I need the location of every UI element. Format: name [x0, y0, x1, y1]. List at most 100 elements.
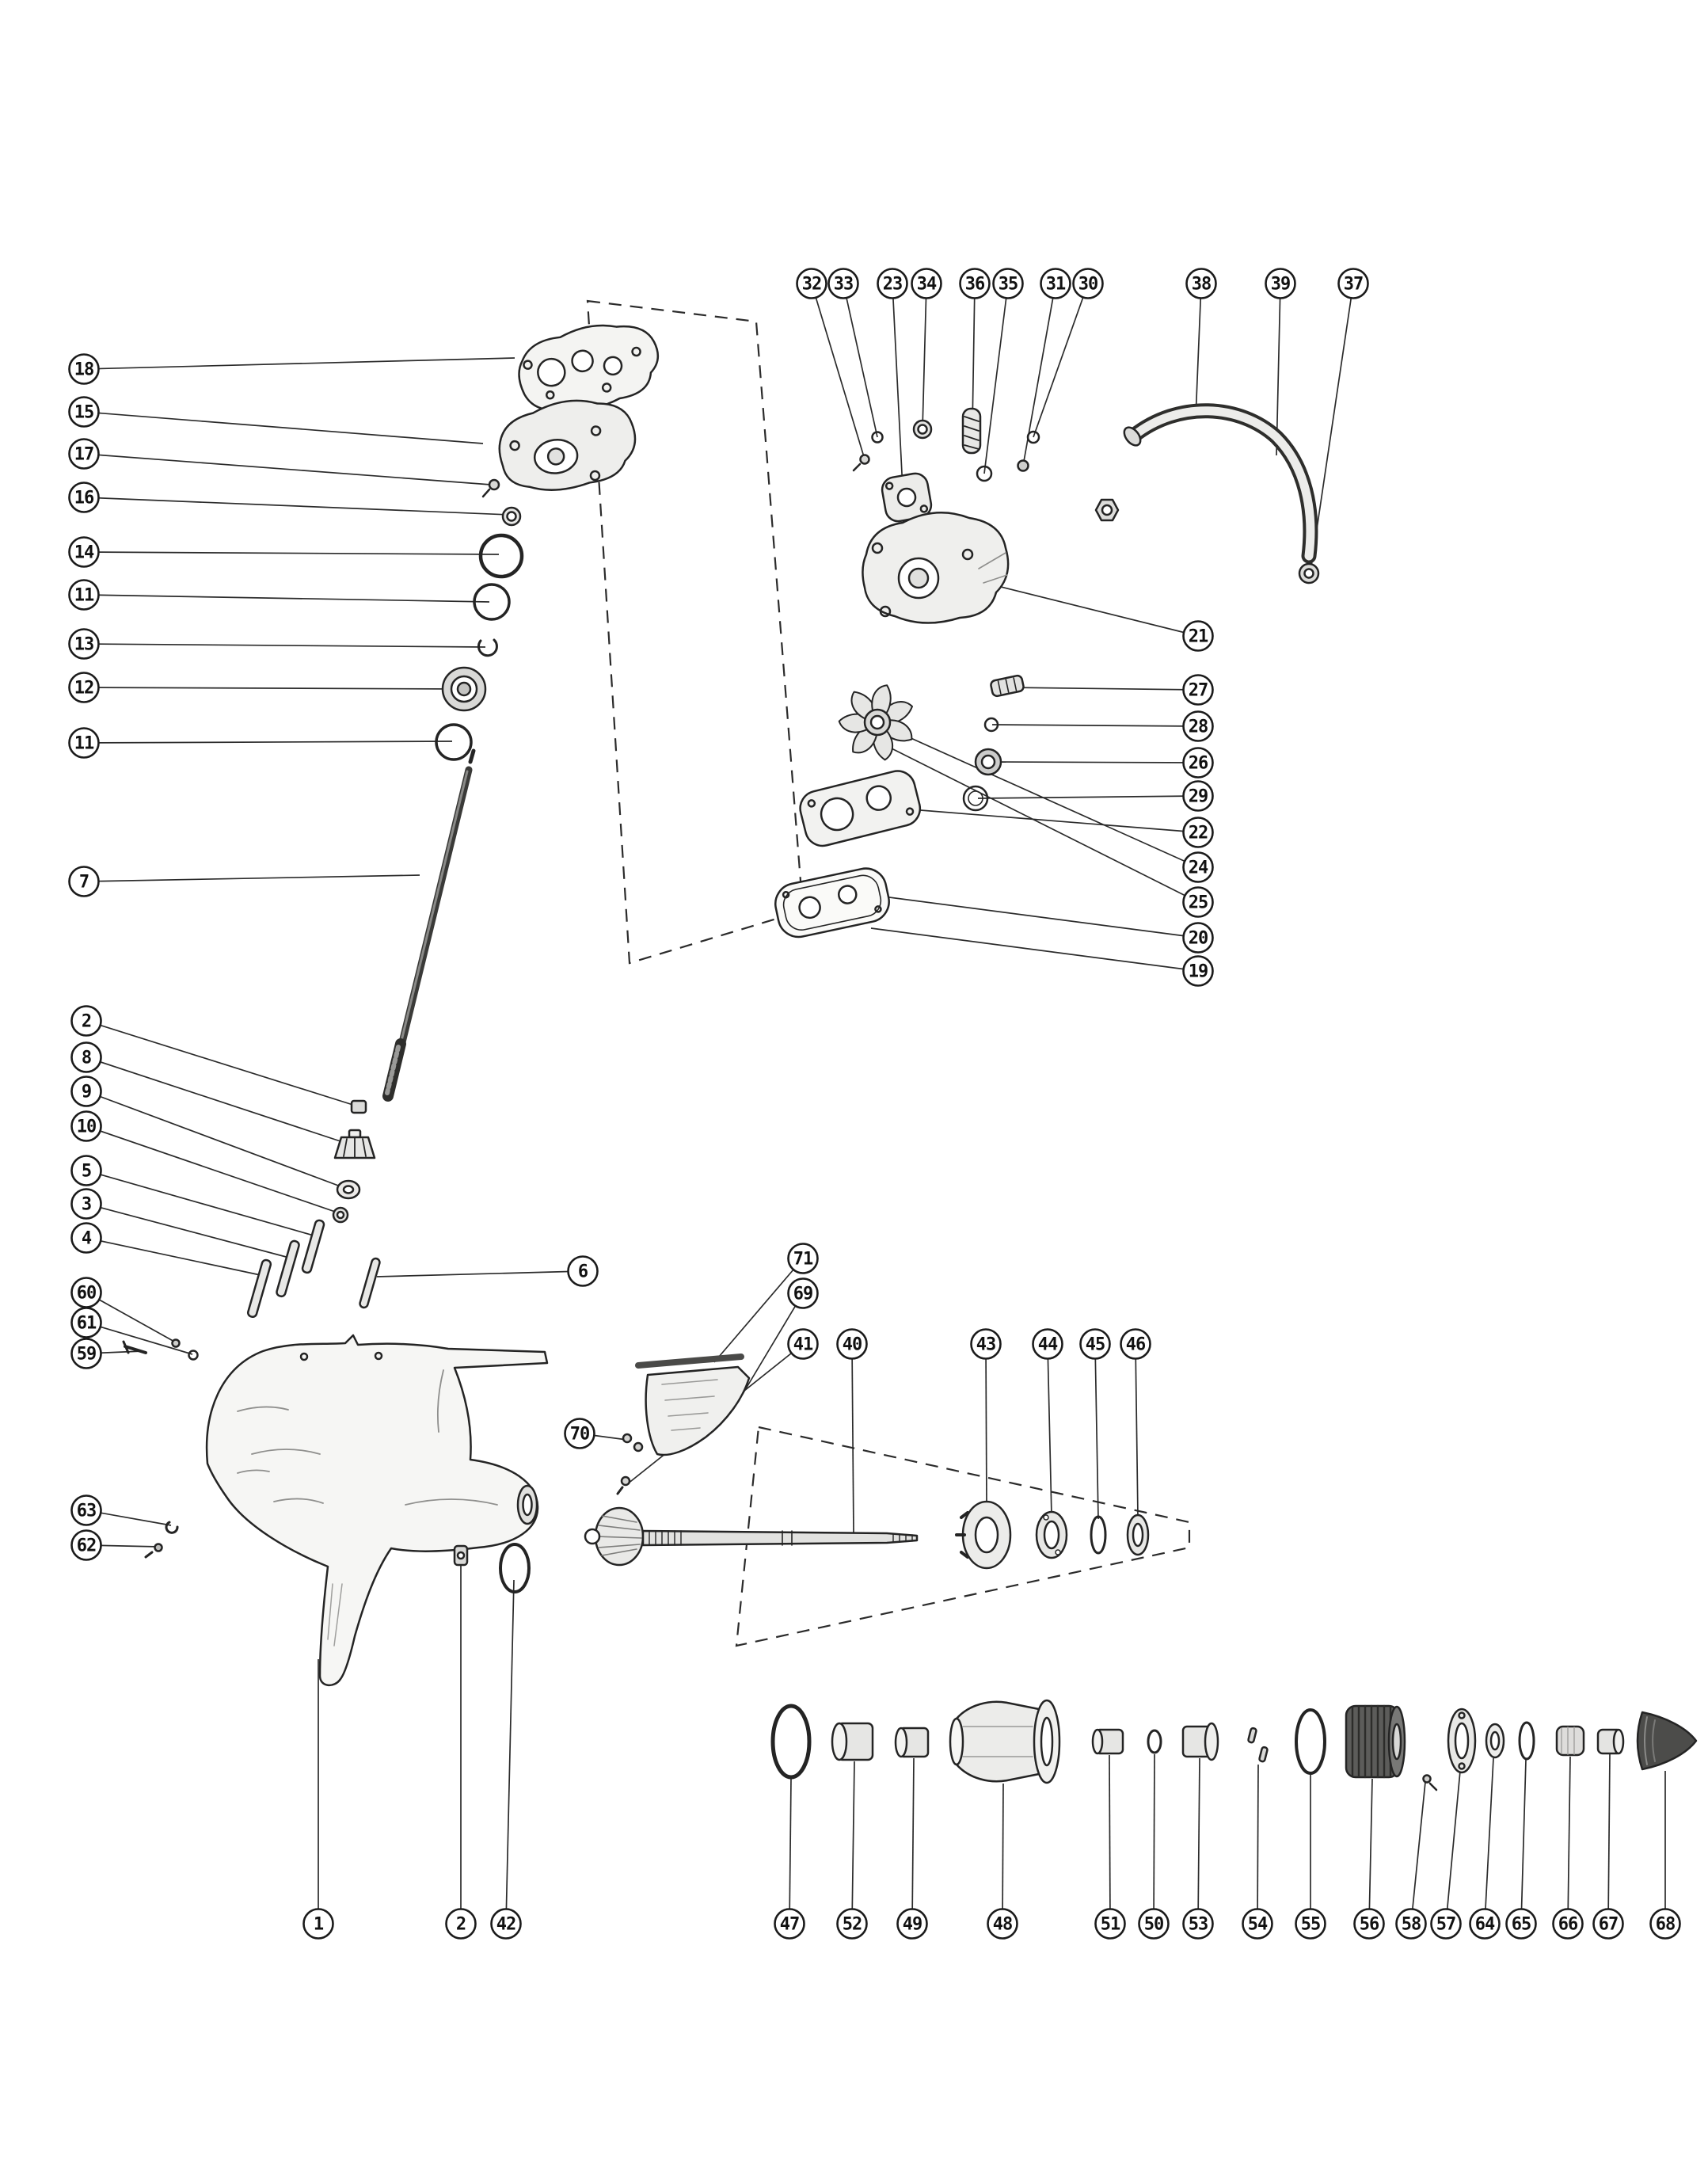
pin-3-drawing: [276, 1239, 300, 1298]
callout-44[interactable]: 44: [1032, 1328, 1063, 1360]
callout-56[interactable]: 56: [1353, 1908, 1385, 1940]
callout-14[interactable]: 14: [68, 536, 100, 568]
svg-text:53: 53: [1189, 1915, 1208, 1935]
callout-18[interactable]: 18: [68, 353, 100, 385]
bushing-49-drawing: [894, 1727, 930, 1758]
callout-38[interactable]: 38: [1185, 268, 1217, 299]
callout-21[interactable]: 21: [1182, 620, 1214, 652]
hex-nut-drawing: [1094, 498, 1120, 522]
leader-line-18: [83, 357, 515, 370]
callout-34[interactable]: 34: [911, 268, 942, 299]
callout-71[interactable]: 71: [787, 1243, 819, 1274]
callout-63[interactable]: 63: [70, 1494, 102, 1526]
callout-16[interactable]: 16: [68, 482, 100, 513]
fasteners-62-63-drawing: [144, 1521, 179, 1559]
callout-69[interactable]: 69: [787, 1277, 819, 1309]
svg-text:21: 21: [1189, 627, 1208, 647]
callout-19[interactable]: 19: [1182, 955, 1214, 987]
callout-65[interactable]: 65: [1505, 1908, 1537, 1940]
callout-1[interactable]: 1: [302, 1908, 334, 1940]
water-pump-cluster-drawing: [774, 407, 1120, 939]
callout-70[interactable]: 70: [564, 1418, 595, 1449]
callout-15[interactable]: 15: [68, 396, 100, 428]
callout-31[interactable]: 31: [1040, 268, 1071, 299]
leader-line-23: [892, 283, 903, 490]
callout-43[interactable]: 43: [970, 1328, 1002, 1360]
callout-25[interactable]: 25: [1182, 886, 1214, 918]
callout-11[interactable]: 11: [68, 727, 100, 759]
callout-54[interactable]: 54: [1242, 1908, 1273, 1940]
callout-39[interactable]: 39: [1265, 268, 1296, 299]
callout-55[interactable]: 55: [1295, 1908, 1326, 1940]
callout-30[interactable]: 30: [1072, 268, 1104, 299]
svg-text:58: 58: [1402, 1915, 1421, 1935]
callout-50[interactable]: 50: [1138, 1908, 1170, 1940]
svg-text:5: 5: [82, 1162, 91, 1182]
callout-33[interactable]: 33: [827, 268, 859, 299]
water-pump-base-drawing: [498, 399, 637, 491]
callout-7[interactable]: 7: [68, 866, 100, 897]
callout-45[interactable]: 45: [1079, 1328, 1111, 1360]
callout-32[interactable]: 32: [796, 268, 827, 299]
callout-5[interactable]: 5: [70, 1155, 102, 1186]
spring-36-drawing: [961, 407, 982, 455]
callout-4[interactable]: 4: [70, 1222, 102, 1254]
callout-64[interactable]: 64: [1469, 1908, 1501, 1940]
callout-57[interactable]: 57: [1430, 1908, 1462, 1940]
callout-41[interactable]: 41: [787, 1328, 819, 1360]
callout-27[interactable]: 27: [1182, 674, 1214, 706]
callout-51[interactable]: 51: [1094, 1908, 1126, 1940]
callout-62[interactable]: 62: [70, 1529, 102, 1561]
callout-35[interactable]: 35: [992, 268, 1024, 299]
callout-13[interactable]: 13: [68, 628, 100, 660]
callout-23[interactable]: 23: [877, 268, 908, 299]
callout-59[interactable]: 59: [70, 1338, 102, 1369]
leader-line-35: [983, 283, 1009, 474]
leader-line-17: [83, 453, 492, 485]
callout-40[interactable]: 40: [836, 1328, 868, 1360]
shim-45-drawing: [1090, 1515, 1107, 1555]
callout-37[interactable]: 37: [1337, 268, 1369, 299]
callout-10[interactable]: 10: [70, 1110, 102, 1142]
callout-47[interactable]: 47: [774, 1908, 805, 1940]
leader-line-56: [1368, 1778, 1373, 1925]
svg-text:20: 20: [1189, 929, 1208, 949]
callout-12[interactable]: 12: [68, 672, 100, 703]
callout-28[interactable]: 28: [1182, 710, 1214, 742]
callout-36[interactable]: 36: [959, 268, 991, 299]
callout-29[interactable]: 29: [1182, 780, 1214, 812]
callout-66[interactable]: 66: [1552, 1908, 1584, 1940]
callout-20[interactable]: 20: [1182, 922, 1214, 954]
pin-6-drawing: [359, 1257, 381, 1309]
callout-46[interactable]: 46: [1120, 1328, 1151, 1360]
callout-17[interactable]: 17: [68, 438, 100, 470]
callout-2[interactable]: 2: [70, 1005, 102, 1037]
callout-58[interactable]: 58: [1395, 1908, 1427, 1940]
callout-2[interactable]: 2: [445, 1908, 477, 1940]
callout-52[interactable]: 52: [836, 1908, 868, 1940]
callout-53[interactable]: 53: [1182, 1908, 1214, 1940]
callout-68[interactable]: 68: [1649, 1908, 1681, 1940]
callout-9[interactable]: 9: [70, 1076, 102, 1107]
svg-text:71: 71: [793, 1250, 813, 1270]
svg-text:2: 2: [82, 1012, 91, 1032]
callout-8[interactable]: 8: [70, 1041, 102, 1073]
callout-26[interactable]: 26: [1182, 747, 1214, 779]
callout-24[interactable]: 24: [1182, 851, 1214, 883]
callout-3[interactable]: 3: [70, 1188, 102, 1220]
leader-line-46: [1135, 1343, 1139, 1518]
leader-line-21: [981, 581, 1199, 637]
pinion-nut-2-drawing: [350, 1099, 367, 1114]
callout-67[interactable]: 67: [1592, 1908, 1624, 1940]
callout-11[interactable]: 11: [68, 579, 100, 611]
svg-text:15: 15: [74, 403, 94, 423]
washer-9-drawing: [336, 1179, 361, 1200]
callout-22[interactable]: 22: [1182, 817, 1214, 848]
callout-49[interactable]: 49: [896, 1908, 928, 1940]
callout-6[interactable]: 6: [567, 1255, 599, 1287]
callout-48[interactable]: 48: [987, 1908, 1018, 1940]
seal-31-drawing: [1017, 459, 1029, 472]
callout-60[interactable]: 60: [70, 1277, 102, 1308]
callout-42[interactable]: 42: [490, 1908, 522, 1940]
callout-61[interactable]: 61: [70, 1307, 102, 1338]
